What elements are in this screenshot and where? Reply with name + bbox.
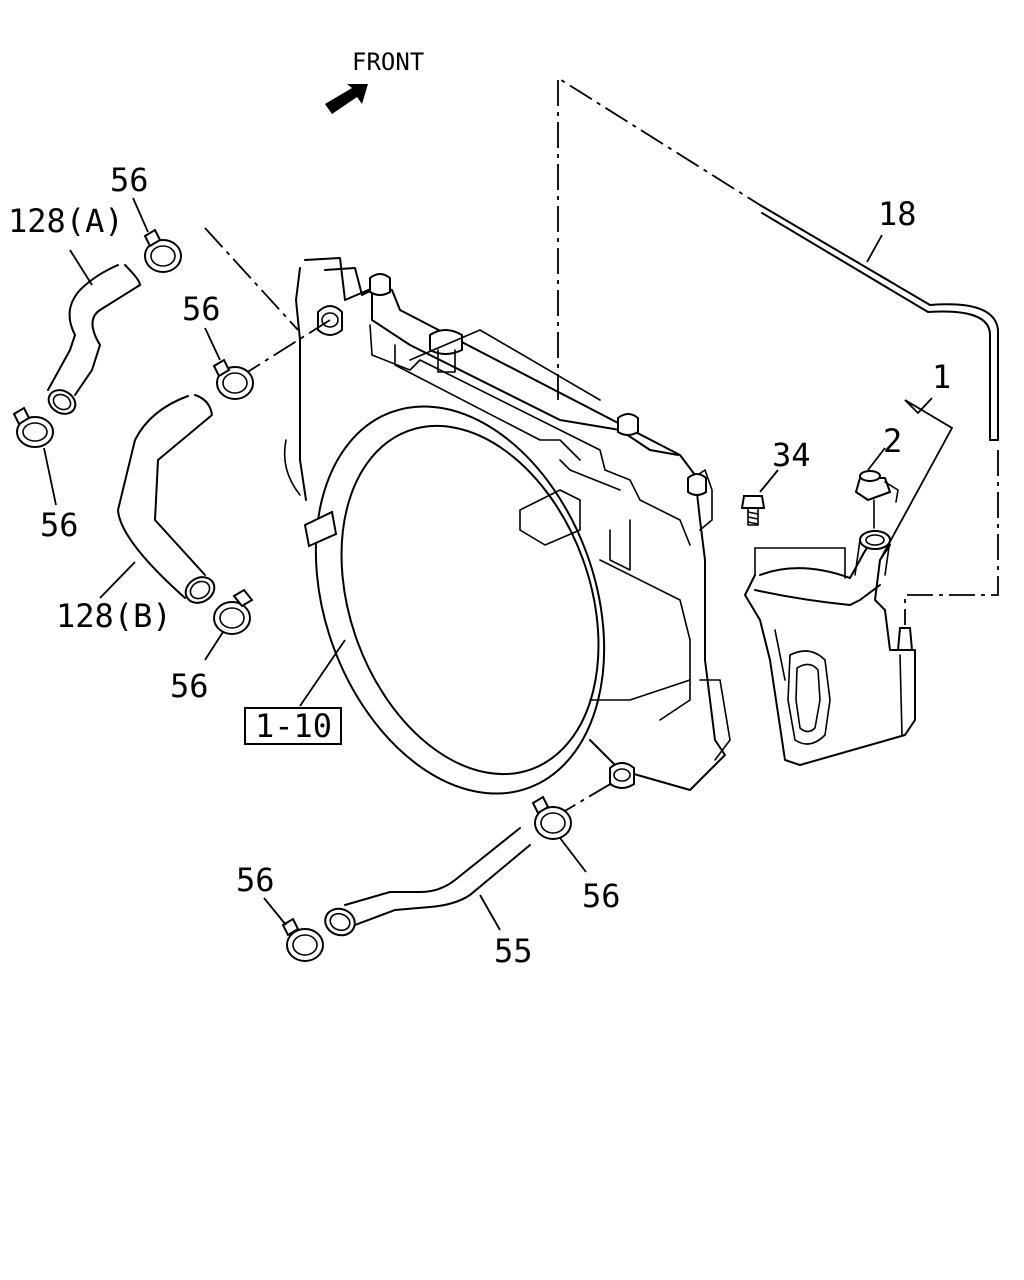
leader-56-bottom-left [263, 897, 287, 926]
hose-clamp-top [143, 228, 182, 273]
radiator-assembly [283, 257, 731, 791]
hose-connection-leader [904, 450, 999, 625]
callout-56-bottom-right: 56 [582, 877, 621, 915]
leader-56-top [132, 197, 149, 233]
callout-box-1-10 [244, 707, 342, 745]
fan-shroud [303, 329, 606, 795]
leader-56-mid [204, 327, 221, 361]
callout-56-bottom-left: 56 [236, 861, 275, 899]
leader-56-low [204, 631, 224, 661]
callout-18: 18 [878, 195, 917, 233]
upper-clamp-leader [237, 319, 331, 379]
leader-55 [479, 894, 501, 931]
front-arrow-icon [325, 84, 368, 114]
callout-56-left: 56 [40, 506, 79, 544]
reserve-tank [744, 530, 916, 766]
leader-34 [759, 469, 779, 493]
leader-1-10 [299, 639, 346, 707]
leader-56-left [43, 447, 57, 506]
bracket-bolt [740, 495, 766, 526]
front-label: FRONT [352, 48, 424, 76]
callout-1-10: 1-10 [255, 707, 332, 745]
callout-34: 34 [772, 436, 811, 474]
reserve-tank-cap [854, 470, 899, 529]
overflow-leader-line [557, 76, 761, 400]
upper-hose-a [47, 264, 141, 415]
leader-128a [69, 249, 93, 286]
leader-56-bottom-right [559, 837, 587, 873]
hose-clamp-mid [212, 358, 254, 400]
upper-hose-b [117, 394, 216, 604]
hose-clamp-bottom-left [281, 917, 324, 962]
hose-clamp-bottom-right [531, 795, 572, 840]
overflow-hose [759, 204, 999, 441]
callout-55: 55 [494, 932, 533, 970]
callout-56-mid: 56 [182, 290, 221, 328]
callout-56-low: 56 [170, 667, 209, 705]
lower-hose [324, 827, 531, 937]
upper-hose-leader [204, 227, 299, 331]
callout-128a: 128(A) [8, 202, 124, 240]
leader-128b [99, 561, 136, 599]
leader-18 [866, 234, 883, 263]
leader-1 [879, 397, 954, 561]
callout-128b: 128(B) [56, 597, 172, 635]
hose-clamp-low [213, 588, 254, 635]
callout-1: 1 [932, 358, 951, 396]
callout-2: 2 [883, 422, 902, 460]
callout-56-top: 56 [110, 161, 149, 199]
hose-clamp-left [12, 406, 54, 448]
leader-2 [867, 447, 886, 471]
